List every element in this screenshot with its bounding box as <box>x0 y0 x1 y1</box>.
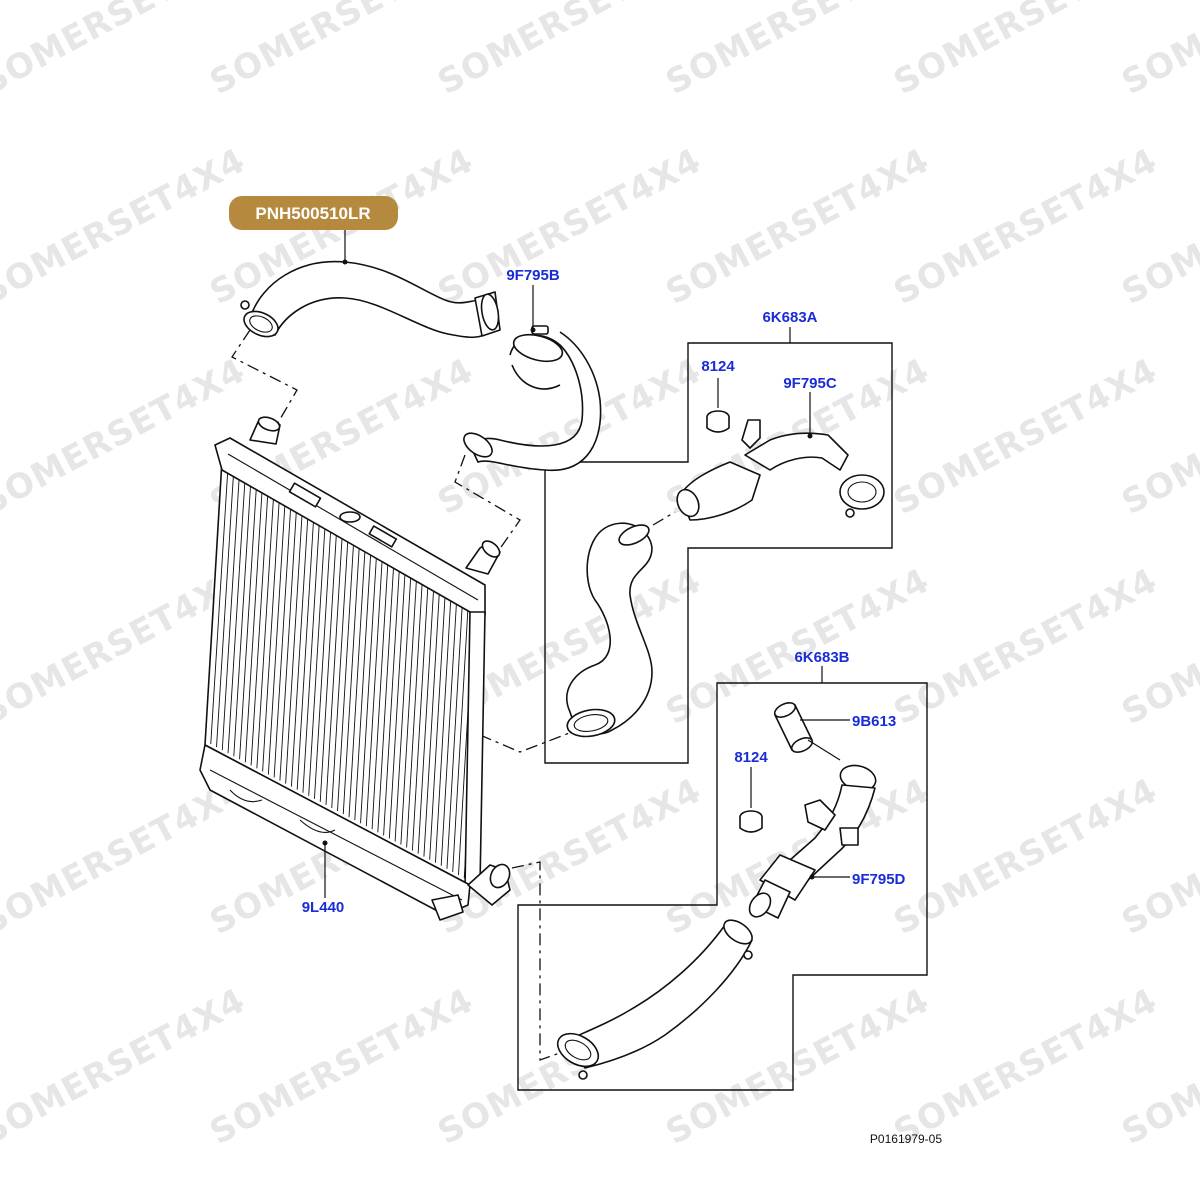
callout-8124-b[interactable]: 8124 <box>734 749 768 766</box>
group-label-6k683b[interactable]: 6K683B <box>794 649 849 666</box>
callout-9f795c[interactable]: 9F795C <box>783 375 837 392</box>
fin-line <box>302 524 320 793</box>
fin-line <box>216 474 234 748</box>
leader-9b613-b <box>807 739 841 761</box>
fin-line <box>308 527 326 796</box>
fin-line <box>411 586 429 851</box>
fin-line <box>423 593 440 857</box>
fin-line <box>446 606 463 869</box>
watermark-text: SOMERSET4X4 <box>431 0 708 103</box>
fin-line <box>279 510 297 781</box>
fin-line <box>337 543 354 812</box>
fin-line <box>400 580 417 845</box>
intercooler <box>199 416 511 921</box>
fin-line <box>256 497 274 769</box>
fin-line <box>429 596 446 860</box>
connector-line <box>231 329 298 441</box>
fin-line <box>290 517 309 787</box>
upper-intake-hose <box>240 228 501 339</box>
group-box-6k683b <box>517 682 928 1091</box>
fin-line <box>371 563 389 830</box>
fin-line <box>394 577 412 842</box>
fin-line <box>210 471 229 745</box>
fin-line <box>440 603 457 866</box>
connector-line <box>454 454 521 561</box>
fin-line <box>267 504 286 775</box>
callout-9b613[interactable]: 9B613 <box>852 713 896 730</box>
fin-line <box>325 537 343 805</box>
fin-line <box>417 590 434 854</box>
watermark-text: SOMERSET4X4 <box>887 0 1164 103</box>
fin-line <box>250 494 269 766</box>
highlight-label-text: PNH500510LR <box>255 204 370 223</box>
group-label-6k683a[interactable]: 6K683A <box>762 309 817 326</box>
fin-line <box>314 530 332 799</box>
fin-line <box>262 501 280 772</box>
group-6k683b-parts <box>556 702 877 1080</box>
fin-line <box>285 514 303 784</box>
fin-line <box>331 540 349 808</box>
fin-line <box>452 610 469 872</box>
watermark-text: SOMERSET4X4 <box>203 0 480 103</box>
fin-line <box>342 547 360 815</box>
watermark-text: SOMERSET4X4 <box>659 0 936 103</box>
callout-9f795b[interactable]: 9F795B <box>506 267 560 284</box>
intercooler-fins <box>210 471 480 878</box>
fin-line <box>360 557 377 824</box>
fin-line <box>273 507 292 778</box>
diagram-reference: P0161979-05 <box>870 1132 942 1146</box>
fin-line <box>227 481 246 754</box>
fin-line <box>354 553 372 821</box>
fin-line <box>233 484 252 757</box>
connector-line <box>511 861 569 1061</box>
fin-line <box>348 550 366 818</box>
highlight-label[interactable]: PNH500510LR <box>229 196 398 230</box>
fin-line <box>383 570 400 836</box>
connector-line <box>479 731 573 753</box>
fin-line <box>377 567 394 833</box>
watermark-text: SOMERSET4X4 <box>1115 0 1200 103</box>
fin-line <box>434 600 452 863</box>
fin-line <box>296 520 314 790</box>
fin-line <box>239 487 257 760</box>
connector-line <box>652 511 676 526</box>
fin-line <box>406 583 423 848</box>
fin-line <box>365 560 383 827</box>
fin-line <box>319 534 337 802</box>
fin-line <box>244 491 263 763</box>
fin-line <box>221 477 240 751</box>
hose-9f795b <box>463 285 602 471</box>
fin-line <box>388 573 406 839</box>
callout-8124-a[interactable]: 8124 <box>701 358 735 375</box>
callout-9f795d[interactable]: 9F795D <box>852 871 906 888</box>
group-6k683a-parts <box>566 378 885 738</box>
group-box-6k683a <box>544 342 893 764</box>
callout-9l440[interactable]: 9L440 <box>302 899 345 916</box>
